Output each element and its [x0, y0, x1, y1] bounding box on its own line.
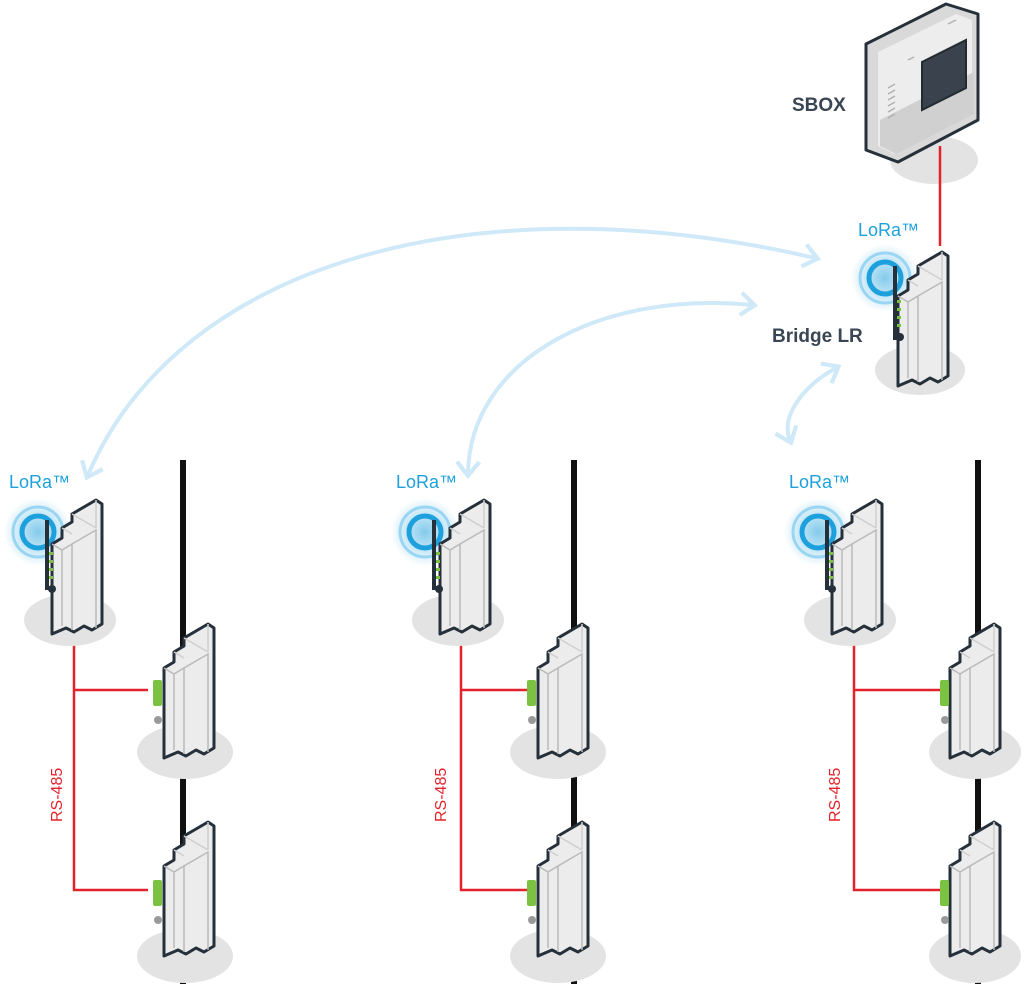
- meter-display: [940, 880, 949, 906]
- sbox-device: [864, 2, 980, 184]
- rs485-label-3: RS-485: [827, 768, 844, 822]
- sbox-screen: [921, 38, 967, 112]
- meter-display: [153, 680, 162, 706]
- meter-3a: [929, 622, 1021, 779]
- meter-1b: [137, 820, 233, 983]
- meter-2b: [510, 820, 606, 983]
- meter-display: [153, 880, 162, 906]
- lora-label-1: LoRa™: [9, 472, 70, 492]
- bridge-lora-label: LoRa™: [858, 220, 919, 240]
- lora-signal-icon: [19, 513, 57, 551]
- link-node1-to-bridge: [80, 226, 822, 481]
- bridge-lr-device: [851, 244, 965, 395]
- link-node3-to-bridge: [774, 361, 842, 446]
- lora-signal-icon: [406, 513, 444, 551]
- lora-node-2: [391, 498, 504, 646]
- meter-1a: [137, 622, 233, 779]
- segment-2: LoRa™ RS-485: [391, 460, 606, 984]
- segment-3: LoRa™ RS-485: [784, 460, 1021, 984]
- meter-3b: [929, 820, 1021, 983]
- rs485-label-2: RS-485: [433, 768, 450, 822]
- rs485-wiring-1: [72, 606, 148, 892]
- meter-display: [527, 880, 536, 906]
- bridge-label: Bridge LR: [772, 326, 863, 347]
- rs485-wiring-3: [852, 606, 944, 892]
- lora-links: [80, 226, 842, 481]
- meter-2a: [510, 622, 606, 779]
- lora-node-1: [4, 498, 116, 646]
- meter-display: [940, 680, 949, 706]
- meter-display: [527, 680, 536, 706]
- lora-label-2: LoRa™: [396, 472, 457, 492]
- lora-signal-icon: [799, 513, 837, 551]
- sbox-label: SBOX: [792, 95, 846, 116]
- rs485-label-1: RS-485: [49, 768, 66, 822]
- link-node2-to-bridge: [455, 291, 759, 480]
- rs485-wiring-2: [459, 606, 530, 892]
- segment-1: LoRa™ RS-485: [4, 460, 233, 984]
- lora-label-3: LoRa™: [789, 472, 850, 492]
- lora-node-3: [784, 498, 896, 646]
- bridge-lora-signal-icon: [866, 259, 904, 297]
